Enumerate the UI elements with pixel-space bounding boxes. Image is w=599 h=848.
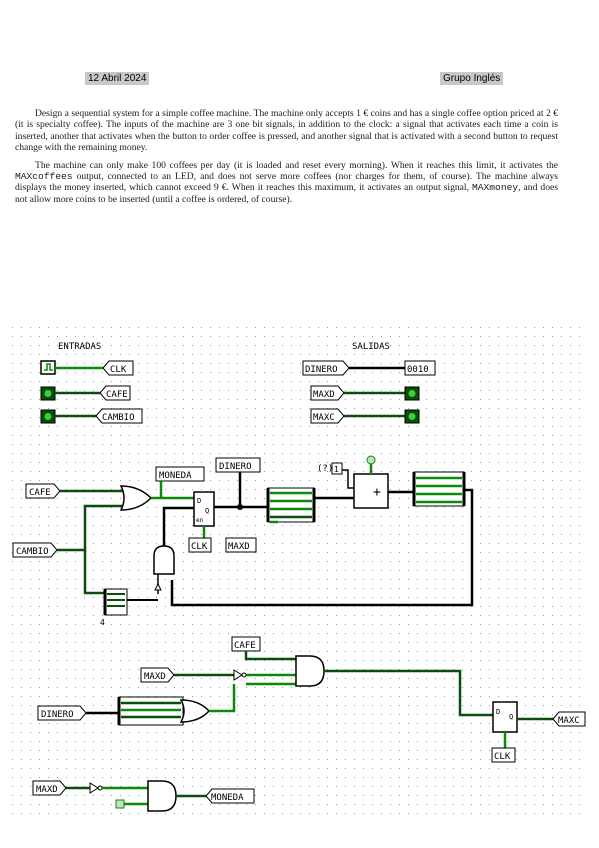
dinero-display-value: 0010 xyxy=(407,365,429,375)
paragraph-2-part-3: , and does not allow more coins to be in… xyxy=(15,182,558,205)
register-q-label: Q xyxy=(205,507,209,515)
cambio-tunnel-label: CAMBIO xyxy=(102,413,135,423)
entradas-title: ENTRADAS xyxy=(58,342,101,352)
clk-label: CLK xyxy=(110,365,127,375)
paragraph-2-part-1: The machine can only make 100 coffees pe… xyxy=(35,159,558,171)
maxd-tag-register: MAXD xyxy=(225,537,257,553)
clk-tunnel: CLK xyxy=(102,360,134,376)
maxd-output-tunnel: MAXD xyxy=(310,385,345,401)
maxd-output-label: MAXD xyxy=(313,390,335,400)
adder-sign: + xyxy=(373,485,381,500)
maxd-tag-lower: MAXD xyxy=(140,667,175,683)
const-one-label: 1 xyxy=(334,465,339,474)
maxc-output-tunnel: MAXC xyxy=(310,408,345,424)
dinero-tag: DINERO xyxy=(215,457,261,473)
splitter-lower xyxy=(117,696,184,726)
paragraph-2-part-2: output, connected to an LED, and does no… xyxy=(15,171,558,194)
clk-tag-register-label: CLK xyxy=(191,542,208,552)
constant-tag: (?) 1 xyxy=(317,462,343,475)
cambio-input-label: CAMBIO xyxy=(16,547,49,557)
salidas-title: SALIDAS xyxy=(352,342,390,352)
adder: + xyxy=(353,473,389,509)
dinero-tag-lower: DINERO xyxy=(37,705,87,721)
register-dinero: D Q en xyxy=(193,491,215,527)
moneda-output-tag: MONEDA xyxy=(205,788,255,804)
register-d-label: D xyxy=(197,497,201,505)
paragraph-1: Design a sequential system for a simple … xyxy=(15,108,558,154)
cambio-tunnel: CAMBIO xyxy=(95,408,143,424)
clk-tag-lower: CLK xyxy=(491,747,516,763)
grid-background xyxy=(12,325,588,815)
cafe-tunnel: CAFE xyxy=(99,385,131,401)
cafe-input-label: CAFE xyxy=(29,488,51,498)
splitter-width-label: 4 xyxy=(100,618,105,627)
dinero-tag-lower-label: DINERO xyxy=(41,710,74,720)
maxd-tag-lower-label: MAXD xyxy=(144,672,166,682)
maxd-tag-bottom: MAXD xyxy=(32,780,67,796)
register-maxc-d-label: D xyxy=(496,708,500,716)
cafe-tunnel-label: CAFE xyxy=(106,390,128,400)
maxcoffees-code: MAXcoffees xyxy=(15,171,73,183)
cambio-input-pin[interactable] xyxy=(40,409,56,424)
or-gate-lower xyxy=(179,699,211,723)
and-gate-feedback xyxy=(153,545,175,575)
maxmoney-code: MAXmoney xyxy=(472,182,519,194)
cafe-tag-lower: CAFE xyxy=(231,636,261,652)
register-maxc: D Q xyxy=(492,701,518,733)
splitter-right xyxy=(412,471,466,507)
maxc-output-tag-label: MAXC xyxy=(558,716,580,726)
maxd-tag-bottom-label: MAXD xyxy=(36,785,58,795)
maxd-tag-register-label: MAXD xyxy=(228,542,250,552)
moneda-tag-label: MONEDA xyxy=(159,471,192,481)
splitter-middle xyxy=(266,487,316,523)
problem-statement: Design a sequential system for a simple … xyxy=(15,108,558,211)
clk-tag-lower-label: CLK xyxy=(494,752,511,762)
dinero-hex-display: 0010 xyxy=(404,360,436,376)
paragraph-2: The machine can only make 100 coffees pe… xyxy=(15,160,558,206)
maxc-output-tag: MAXC xyxy=(552,711,586,727)
maxc-led xyxy=(404,409,420,424)
header-group: Grupo Inglés xyxy=(440,72,504,85)
dinero-output-tunnel: DINERO xyxy=(302,360,350,376)
register-en-label: en xyxy=(196,517,204,524)
dinero-tag-label: DINERO xyxy=(219,462,252,472)
constant-label: (?) xyxy=(317,464,333,474)
and-gate-maxc xyxy=(295,655,325,687)
moneda-output-tag-label: MONEDA xyxy=(211,793,244,803)
or-gate-top xyxy=(119,485,153,511)
cambio-input-tunnel: CAMBIO xyxy=(12,542,58,558)
cafe-input-tunnel: CAFE xyxy=(25,483,61,499)
splitter-bottom-left xyxy=(103,588,128,616)
maxd-led xyxy=(404,386,420,401)
maxc-output-label: MAXC xyxy=(313,413,335,423)
dinero-output-label: DINERO xyxy=(305,365,338,375)
cafe-tag-lower-label: CAFE xyxy=(234,641,256,651)
register-maxc-q-label: Q xyxy=(509,713,513,721)
header-date: 12 Abril 2024 xyxy=(85,72,150,85)
moneda-tag: MONEDA xyxy=(155,466,205,482)
and-gate-moneda xyxy=(147,780,177,812)
cafe-input-pin[interactable] xyxy=(40,386,56,401)
clock-input[interactable] xyxy=(40,360,56,375)
clk-tag-register: CLK xyxy=(188,537,212,553)
